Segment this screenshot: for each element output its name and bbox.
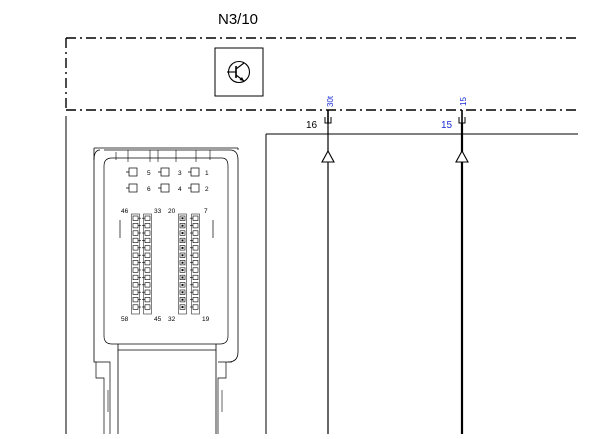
pin-cavity: [132, 304, 139, 310]
connector-arrow-icon: [321, 149, 335, 163]
pin-cavity: [179, 252, 186, 258]
pin-cavity: [192, 237, 199, 243]
column-bottom-19: 19: [202, 316, 210, 323]
pin-cavity-mark: [181, 232, 184, 235]
pin-cavity: [179, 215, 186, 221]
column-top-7: 7: [204, 208, 208, 215]
small-pin-6: 6: [147, 186, 151, 193]
pin-cavity: [132, 297, 139, 303]
pin-cavity: [144, 282, 151, 288]
pin-column: [191, 213, 200, 315]
pin-cavity: [192, 297, 199, 303]
pin-cavity-mark: [181, 298, 184, 301]
pin-cavity: [192, 282, 199, 288]
column-top-33: 33: [154, 208, 162, 215]
pin-cavity: [144, 237, 151, 243]
connector-arrow-icon: [455, 149, 469, 163]
pin-cavity-mark: [181, 239, 184, 242]
pin-cavity: [179, 304, 186, 310]
pin-cavity-mark: [181, 217, 184, 220]
pin-cavity-mark: [181, 254, 184, 257]
pin-cavity: [132, 223, 139, 229]
pin-cavity: [132, 260, 139, 266]
pin-label-30t: 30t: [326, 95, 335, 107]
pin-cavity: [132, 289, 139, 295]
pin-15-group: 15 15: [441, 97, 469, 434]
pin-cavity: [179, 237, 186, 243]
pin-cavity: [144, 230, 151, 236]
pin-cavity-mark: [181, 306, 184, 309]
pin-cavity: [132, 245, 139, 251]
pin-cavity: [192, 215, 199, 221]
pin-number-16: 16: [306, 120, 318, 131]
column-top-20: 20: [168, 208, 176, 215]
pin-cavity: [132, 237, 139, 243]
pin-cavity: [192, 260, 199, 266]
pin-cavity: [144, 215, 151, 221]
component-title: N3/10: [218, 11, 258, 28]
pin-cavity-mark: [181, 291, 184, 294]
pin-cavity: [132, 230, 139, 236]
pin-cavity: [132, 267, 139, 273]
transistor-icon: [214, 47, 264, 97]
pin-cavity-mark: [181, 246, 184, 249]
connector-pinout-drawing: [93, 147, 239, 434]
pin-cavity: [144, 245, 151, 251]
pin-cavity: [179, 260, 186, 266]
pin-cavity: [179, 267, 186, 273]
small-pin-5: 5: [147, 170, 151, 177]
small-pin-4: 4: [178, 186, 182, 193]
connector-box: [265, 133, 578, 434]
pin-cavity: [192, 223, 199, 229]
pin-cavity: [179, 274, 186, 281]
pin-label-15: 15: [459, 97, 468, 106]
pin-cavity: [179, 230, 186, 236]
pin-cavity: [132, 282, 139, 288]
small-pin-1: 1: [205, 170, 209, 177]
pin-cavity: [192, 252, 199, 258]
pin-cavity: [192, 267, 199, 273]
pin-cavity: [192, 304, 199, 310]
component-boundary: [65, 37, 578, 111]
pin-cavity: [144, 297, 151, 303]
small-pin-3: 3: [178, 170, 182, 177]
pin-cavity: [179, 297, 186, 303]
pin-number-15: 15: [441, 120, 453, 131]
pin-cavity: [144, 223, 151, 229]
pin-cavity: [192, 245, 199, 251]
pin-cavity: [144, 274, 151, 281]
column-bottom-32: 32: [168, 316, 176, 323]
pin-cavity: [179, 289, 186, 295]
pin-cavity: [144, 260, 151, 266]
pin-cavity: [179, 245, 186, 251]
pin-cavity: [132, 252, 139, 258]
pin-columns: [119, 213, 214, 315]
pin-cavity: [132, 215, 139, 221]
column-top-46: 46: [121, 208, 129, 215]
pin-cavity: [144, 289, 151, 295]
pin-cavity: [144, 304, 151, 310]
pin-cavity: [192, 230, 199, 236]
pin-cavity-mark: [181, 224, 184, 227]
pin-column: [131, 213, 140, 315]
pin-cavity-mark: [181, 261, 184, 264]
pin-cavity: [144, 267, 151, 273]
pin-16-group: 16 30t: [306, 95, 335, 434]
pin-cavity-mark: [181, 283, 184, 286]
column-bottom-45: 45: [154, 316, 162, 323]
pin-cavity-mark: [181, 269, 184, 272]
pin-cavity: [192, 289, 199, 295]
small-pin-2: 2: [205, 186, 209, 193]
pin-cavity: [179, 282, 186, 288]
pin-cavity: [144, 252, 151, 258]
pin-column: [178, 213, 187, 315]
pin-column: [143, 213, 152, 315]
pin-cavity: [132, 274, 139, 281]
pin-cavity-mark: [181, 276, 184, 279]
pin-cavity: [192, 274, 199, 281]
pin-cavity: [179, 223, 186, 229]
column-bottom-58: 58: [121, 316, 129, 323]
small-pins: [126, 167, 200, 193]
